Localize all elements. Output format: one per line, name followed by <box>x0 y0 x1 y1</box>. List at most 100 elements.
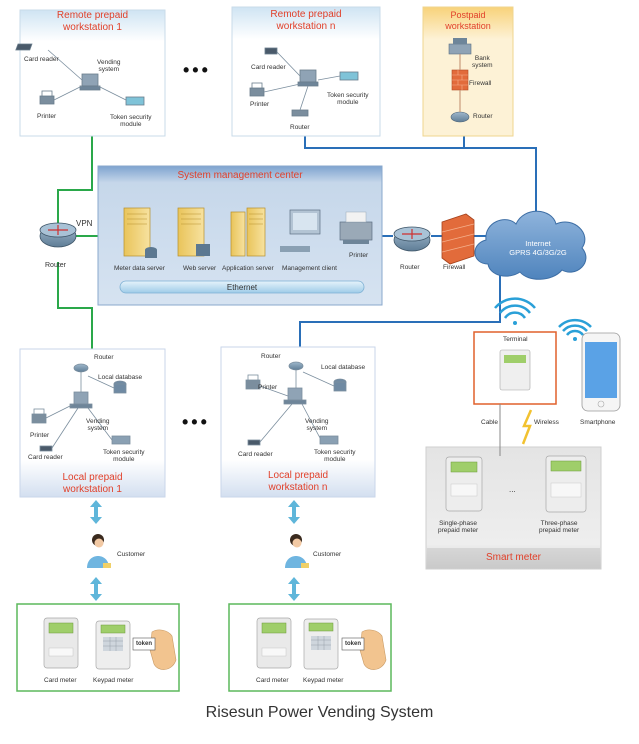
firewall-label: Firewall <box>443 264 466 271</box>
internet-label-line1: Internet <box>525 239 551 248</box>
local-workstation-n-panel <box>220 346 376 498</box>
three-phase-meter-icon <box>545 455 587 513</box>
firewall-icon <box>441 213 475 265</box>
left-keypad-meter-label: Keypad meter <box>93 677 134 684</box>
left-token-label: token <box>136 641 153 647</box>
remote-workstation-1-panel <box>19 9 166 137</box>
smart-meter-title: Smart meter <box>485 552 541 563</box>
customer-right-icon <box>285 534 309 568</box>
cable-label: Cable <box>481 419 498 426</box>
smc-servers <box>123 207 373 258</box>
smc-web-server-label: Web server <box>183 265 217 272</box>
ethernet-label: Ethernet <box>226 283 258 292</box>
remote1-card-reader-label: Card reader <box>24 56 59 63</box>
customer-left-label: Customer <box>117 551 146 558</box>
right-keypad-meter-icon <box>303 618 339 670</box>
customer-right-label: Customer <box>313 551 342 558</box>
single-phase-meter-icon <box>445 456 483 512</box>
single-phase-label: Single-phase prepaid meter <box>438 520 479 535</box>
smc-printer-label: Printer <box>349 252 369 259</box>
remoteN-title-line1: Remote prepaid <box>270 9 342 20</box>
localN-title-line1: Local prepaid <box>267 470 329 481</box>
postpaid-devices <box>448 38 472 123</box>
remote1-vending-label: Vending system <box>97 59 121 74</box>
internet-cloud-icon <box>474 210 587 280</box>
left-token-hand-icon <box>132 629 177 670</box>
local1-devices <box>31 363 131 452</box>
remoteN-title-line2: workstation n <box>276 21 336 32</box>
remoteN-devices <box>249 47 359 117</box>
remoteN-title: Remote prepaid workstation n <box>232 9 380 33</box>
localN-title: Local prepaid workstation n <box>221 470 375 494</box>
right-router-icon <box>393 226 431 252</box>
internet-label-line2: GPRS 4G/3G/2G <box>509 247 567 257</box>
remoteN-card-reader-label: Card reader <box>251 64 286 71</box>
left-router-icon <box>39 222 77 248</box>
local1-router-label: Router <box>94 354 114 361</box>
local1-db-label: Local database <box>98 374 143 381</box>
postpaid-bank-label: Bank system <box>472 55 493 70</box>
remote1-printer-label: Printer <box>37 113 57 120</box>
vpn-label: VPN <box>76 219 93 228</box>
smc-mgmt-client-label: Management client <box>282 265 337 272</box>
localN-card-reader-label: Card reader <box>238 451 273 458</box>
local1-vending-label: Vending system <box>86 418 110 433</box>
local1-printer-label: Printer <box>30 432 50 439</box>
localN-printer-label: Printer <box>258 384 278 391</box>
remote1-title: Remote prepaid workstation 1 <box>20 10 165 34</box>
terminal-wifi-icon <box>494 297 536 325</box>
remote1-devices <box>15 43 145 106</box>
postpaid-router-label: Router <box>473 113 493 120</box>
internet-label: Internet GPRS 4G/3G/2G <box>500 239 576 257</box>
three-phase-label: Three-phase prepaid meter <box>539 520 580 535</box>
cable-wireless-links <box>499 404 533 456</box>
remoteN-printer-label: Printer <box>250 101 270 108</box>
smart-meter-title-bar <box>427 548 600 568</box>
localN-title-line2: workstation n <box>268 482 328 493</box>
right-token-label: token <box>345 641 362 647</box>
postpaid-firewall-label: Firewall <box>469 80 492 87</box>
remote1-tsm-label: Token security module <box>110 114 152 129</box>
left-card-meter-label: Card meter <box>44 677 77 684</box>
green-links <box>57 136 100 350</box>
smc-meter-data-server-label: Meter data server <box>114 265 165 272</box>
local1-title-line1: Local prepaid <box>62 472 123 483</box>
right-router-label: Router <box>400 264 420 271</box>
left-card-meter-icon <box>43 617 79 669</box>
smc-app-server-label: Application server <box>222 265 274 272</box>
localN-devices <box>245 361 347 446</box>
remote1-title-line1: Remote prepaid <box>56 10 129 21</box>
local1-card-reader-label: Card reader <box>28 454 63 461</box>
ethernet-bus <box>119 280 365 294</box>
left-router-label: Router <box>45 262 67 269</box>
smartphone-wifi-icon <box>558 318 592 341</box>
postpaid-title-line1: Postpaid <box>450 10 486 20</box>
localN-tsm-label: Token security module <box>314 449 356 464</box>
local-ellipsis: ••• <box>182 412 210 432</box>
right-token-hand-icon <box>341 629 387 670</box>
localN-db-label: Local database <box>321 364 366 371</box>
remote-ellipsis: ••• <box>183 60 211 80</box>
remoteN-router-label: Router <box>290 124 310 131</box>
local1-title-line2: workstation 1 <box>63 484 122 495</box>
smart-ellipsis: ... <box>509 485 516 494</box>
local1-title: Local prepaid workstation 1 <box>20 472 165 496</box>
right-keypad-meter-label: Keypad meter <box>303 677 344 684</box>
localN-router-label: Router <box>261 353 281 360</box>
right-card-meter-icon <box>256 617 292 669</box>
footer-title: Risesun Power Vending System <box>205 704 434 721</box>
localN-vending-label: Vending system <box>305 418 329 433</box>
right-card-meter-label: Card meter <box>256 677 289 684</box>
remote1-title-line2: workstation 1 <box>63 22 122 33</box>
local1-tsm-label: Token security module <box>103 449 145 464</box>
postpaid-title: Postpaid workstation <box>423 10 513 32</box>
smc-title: System management center <box>177 170 303 181</box>
terminal-box <box>473 331 557 405</box>
left-keypad-meter-icon <box>95 620 131 670</box>
customer-left-icon <box>87 534 111 568</box>
wireless-label: Wireless <box>534 419 559 426</box>
postpaid-title-line2: workstation <box>445 20 491 31</box>
smartphone-label: Smartphone <box>580 419 616 426</box>
remoteN-tsm-label: Token security module <box>327 92 369 107</box>
